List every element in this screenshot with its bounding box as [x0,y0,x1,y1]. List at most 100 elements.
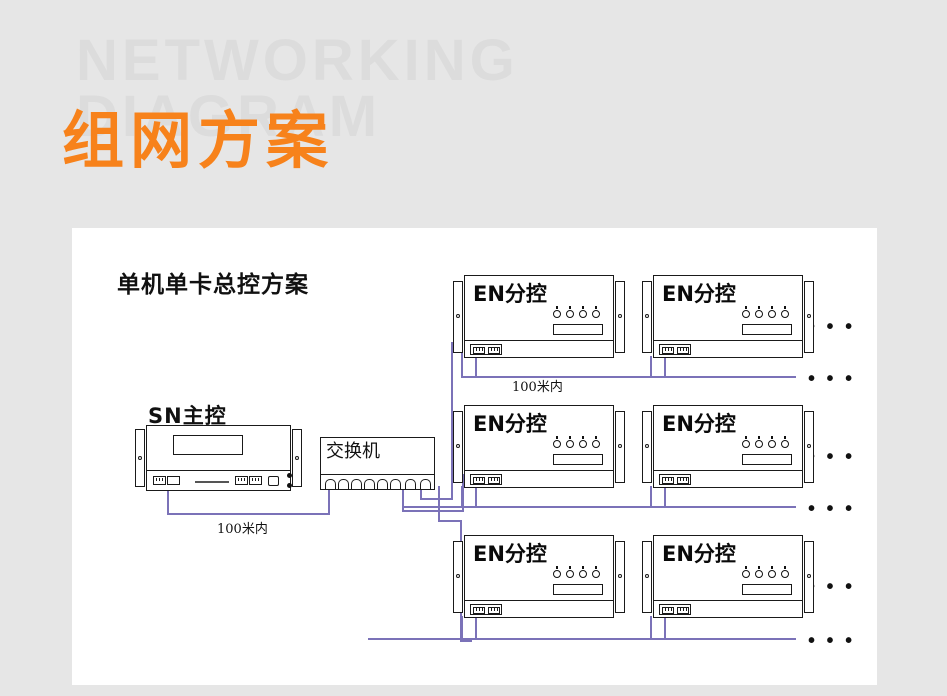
rotary-knob[interactable] [768,310,776,318]
cable-switch-port1-down [328,486,330,514]
rotary-knob[interactable] [592,310,600,318]
port-pin [238,478,240,481]
rotary-knob[interactable] [579,570,587,578]
slave-connector-block[interactable] [659,604,691,615]
slave-port-1[interactable] [662,607,674,614]
slave-port-1[interactable] [662,347,674,354]
port-pin [258,478,260,481]
rotary-knob[interactable] [592,570,600,578]
switch-port-3[interactable] [351,479,362,489]
rotary-knob[interactable] [742,310,750,318]
slave-port-2[interactable] [677,347,689,354]
rack-ear-hole [645,314,649,318]
cable-row2-left-up [462,474,464,512]
rotary-knob[interactable] [742,570,750,578]
rotary-knob[interactable] [768,570,776,578]
rotary-knob[interactable] [566,310,574,318]
rotary-knob[interactable] [755,310,763,318]
master-display [173,435,243,455]
rack-ear-hole [618,444,622,448]
cable-row1-riser [451,342,453,500]
rack-ear-left [453,541,463,613]
port-pin [491,348,493,351]
port-pin [665,608,667,611]
rotary-knob[interactable] [553,440,561,448]
rack-ear-right [804,541,814,613]
rotary-knob[interactable] [553,570,561,578]
device-en-slave[interactable]: EN分控 [453,275,625,358]
master-port-right-1[interactable] [235,476,248,485]
rack-ear-right [615,541,625,613]
slave-port-2[interactable] [488,477,500,484]
rotary-knob[interactable] [553,310,561,318]
slave-connector-block[interactable] [470,474,502,485]
rotary-knob[interactable] [768,440,776,448]
slave-port-2[interactable] [677,607,689,614]
switch-port-7[interactable] [405,479,416,489]
slave-bottom-panel [465,340,613,357]
slave-port-1[interactable] [473,347,485,354]
slave-connector-block[interactable] [659,474,691,485]
slave-port-2[interactable] [677,477,689,484]
device-en-slave[interactable]: EN分控 [453,535,625,618]
knob-tick [582,436,584,439]
switch-label: 交换机 [326,441,380,462]
cable-r1c1-leg-b [475,356,477,378]
slave-port-1[interactable] [473,477,485,484]
port-pin [482,608,484,611]
slave-device-label: EN分控 [473,542,547,566]
port-pin [671,348,673,351]
rotary-knob[interactable] [755,440,763,448]
master-port-right-2[interactable] [249,476,262,485]
master-port-left-1[interactable] [153,476,166,485]
rotary-knob[interactable] [566,570,574,578]
device-en-slave[interactable]: EN分控 [642,535,814,618]
device-switch[interactable]: 交换机 [320,437,435,490]
cable-switch-port6-down [402,486,404,512]
master-power-socket[interactable] [268,476,279,486]
slave-port-2[interactable] [488,607,500,614]
port-pin [252,478,254,481]
knob-tick [784,306,786,309]
rack-ear-hole [807,444,811,448]
ellipsis-row2-right: • • • [808,446,856,468]
port-pin [497,608,499,611]
switch-port-1[interactable] [325,479,336,489]
port-pin [156,478,158,481]
slave-port-2[interactable] [488,347,500,354]
rotary-knob[interactable] [781,310,789,318]
rotary-knob[interactable] [592,440,600,448]
switch-port-8[interactable] [420,479,431,489]
port-pin [476,348,478,351]
device-sn-master[interactable] [135,425,302,491]
rack-ear-right [615,281,625,353]
slave-bottom-panel [465,470,613,487]
watermark-line-1: NETWORKING [76,28,519,93]
rotary-knob[interactable] [781,440,789,448]
device-en-slave[interactable]: EN分控 [642,405,814,488]
rotary-knob[interactable] [579,440,587,448]
switch-port-4[interactable] [364,479,375,489]
device-en-slave[interactable]: EN分控 [642,275,814,358]
rotary-knob[interactable] [742,440,750,448]
rack-ear-left [453,411,463,483]
switch-port-5[interactable] [377,479,388,489]
switch-port-2[interactable] [338,479,349,489]
slave-port-1[interactable] [662,477,674,484]
diagram-title: 单机单卡总控方案 [117,272,309,298]
slave-connector-block[interactable] [470,604,502,615]
device-en-slave[interactable]: EN分控 [453,405,625,488]
slave-port-1[interactable] [473,607,485,614]
rotary-knob[interactable] [781,570,789,578]
rotary-knob[interactable] [755,570,763,578]
knob-tick [595,566,597,569]
knob-tick [582,306,584,309]
port-pin [497,348,499,351]
slave-connector-block[interactable] [659,344,691,355]
rotary-knob[interactable] [579,310,587,318]
rotary-knob[interactable] [566,440,574,448]
master-port-left-2[interactable] [167,476,180,485]
slave-connector-block[interactable] [470,344,502,355]
switch-port-6[interactable] [390,479,401,489]
slave-display [742,454,792,465]
